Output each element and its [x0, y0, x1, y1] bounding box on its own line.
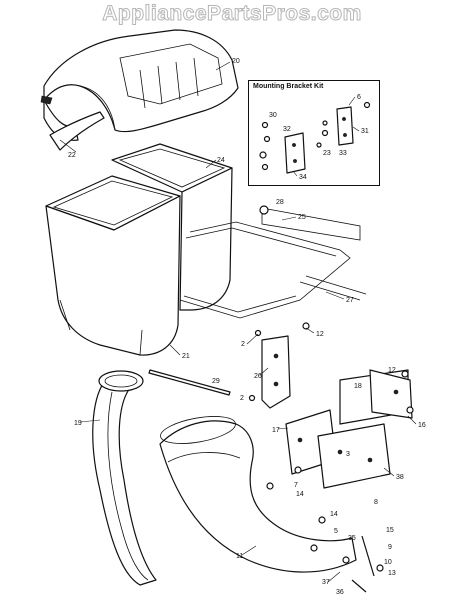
callout-22: 22 — [68, 152, 76, 159]
callout-2: 2 — [241, 341, 245, 348]
kit-callout-34: 34 — [299, 174, 307, 181]
hardware — [248, 322, 414, 593]
callout-25: 25 — [298, 214, 306, 221]
callout-19: 19 — [74, 420, 82, 427]
callout-24: 24 — [217, 157, 225, 164]
callout-16: 16 — [418, 422, 426, 429]
kit-bracket-right[interactable] — [336, 106, 354, 146]
callout-14: 14 — [296, 491, 304, 498]
callout-8: 8 — [374, 499, 378, 506]
callout-12: 12 — [316, 331, 324, 338]
callout-38: 38 — [396, 474, 404, 481]
kit-callout-23: 23 — [323, 150, 331, 157]
callout-7: 7 — [294, 482, 298, 489]
kit-title: Mounting Bracket Kit — [253, 83, 324, 90]
callout-13: 13 — [388, 570, 396, 577]
callout-28: 28 — [276, 199, 284, 206]
kit-callout-32: 32 — [283, 126, 291, 133]
kit-callout-33: 33 — [339, 150, 347, 157]
kit-diagram: 6 30 32 31 23 33 34 — [259, 94, 371, 181]
callout-36: 36 — [336, 589, 344, 596]
callout-20: 20 — [232, 58, 240, 65]
deflector-flap[interactable] — [49, 111, 105, 151]
discharge-chute[interactable] — [158, 412, 357, 573]
kit-callout-31: 31 — [361, 128, 369, 135]
mounting-plate-assembly[interactable] — [285, 369, 413, 489]
callout-26: 26 — [254, 373, 262, 380]
callout-29: 29 — [212, 378, 220, 385]
bag-frame[interactable] — [179, 205, 367, 319]
discharge-hose[interactable] — [92, 370, 157, 586]
callout-21: 21 — [182, 353, 190, 360]
mounting-bracket-kit-inset: Mounting Bracket Kit — [248, 80, 380, 186]
callout-18: 18 — [354, 383, 362, 390]
callout-12b: 12 — [388, 367, 396, 374]
callout-17: 17 — [272, 427, 280, 434]
kit-callout-6: 6 — [357, 94, 361, 101]
mounting-bracket[interactable] — [261, 335, 291, 409]
callout-35: 35 — [348, 535, 356, 542]
callout-15: 15 — [386, 527, 394, 534]
callout-10: 10 — [384, 559, 392, 566]
leader-lines — [59, 61, 417, 583]
rod[interactable] — [148, 369, 231, 396]
callout-3: 3 — [346, 451, 350, 458]
callout-37: 37 — [322, 579, 330, 586]
callout-2b: 2 — [240, 395, 244, 402]
callout-labels: 20 22 24 28 25 27 12 21 2 26 29 18 12 19… — [68, 58, 426, 596]
callout-14b: 14 — [330, 511, 338, 518]
callout-9: 9 — [388, 544, 392, 551]
bag-assembly[interactable] — [45, 143, 233, 356]
bagger-cover[interactable] — [40, 29, 239, 141]
callout-27: 27 — [346, 297, 354, 304]
kit-hardware — [259, 101, 371, 171]
kit-bracket-left[interactable] — [284, 132, 306, 174]
kit-callout-30: 30 — [269, 112, 277, 119]
watermark: AppliancePartsPros.com — [102, 2, 362, 26]
callout-5: 5 — [334, 528, 338, 535]
callout-11: 11 — [236, 553, 243, 560]
